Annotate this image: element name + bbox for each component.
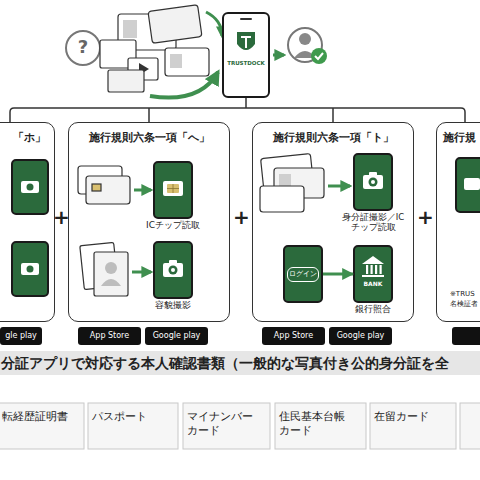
- bank-icon: [355, 247, 391, 301]
- document-cluster: [100, 5, 209, 92]
- store-badge-text: Google play: [145, 331, 208, 341]
- phone-symbol: [456, 158, 480, 212]
- person-head: [299, 33, 311, 45]
- phone-step: BANK銀行照合: [353, 245, 393, 303]
- table-cell: 転経歴証明書: [2, 410, 82, 424]
- phone-step: 容貌撮影: [153, 241, 193, 299]
- table-cell: マイナンバーカード: [187, 410, 262, 438]
- plus-sign: +: [233, 205, 249, 230]
- node-label: 身分証撮影／ICチップ読取: [340, 212, 406, 232]
- table-cell: 在留カード: [374, 410, 449, 424]
- node-label: 施行規則六条一項「へ」: [69, 131, 229, 145]
- node-label: ログイン: [287, 267, 319, 282]
- rule-panel: 施行規則六条一項「ト」身分証撮影／ICチップ読取ログインBANK銀行照合: [252, 122, 414, 322]
- flow-arrow: [328, 185, 350, 188]
- chip-icon: [155, 163, 191, 217]
- footnote: ※TRUS: [450, 290, 480, 299]
- phone-step: ログイン: [283, 245, 323, 303]
- person-icon: [288, 28, 322, 62]
- bracket: [10, 98, 465, 122]
- node-label: ICチップ読取: [146, 220, 200, 231]
- rule-panel: 施行規則六条一項「へ」ICチップ読取容貌撮影: [68, 122, 230, 322]
- store-badge: [0, 327, 480, 345]
- phone-step: 身分証撮影／ICチップ読取: [353, 153, 393, 211]
- table-cell: 住民基本台帳カード: [279, 410, 354, 438]
- check-badge: [311, 48, 327, 64]
- camera-icon: [355, 155, 391, 209]
- store-badge-text: gle play: [0, 331, 42, 341]
- flow-arrow: [323, 273, 353, 276]
- app-phone: TRUSTDOCK: [222, 12, 270, 98]
- phone-symbol: [12, 160, 48, 296]
- footnote: 名検証者: [450, 300, 480, 309]
- card-illustration: [78, 166, 130, 296]
- card-illustration: [260, 153, 324, 212]
- store-badge-text: App Store: [262, 331, 325, 341]
- node-label: BANK: [355, 280, 391, 288]
- table-cell: [0, 403, 480, 449]
- node-label: 分証アプリで対応する本人確認書類（一般的な写真付き公的身分証を全: [0, 351, 480, 375]
- title-band: 分証アプリで対応する本人確認書類（一般的な写真付き公的身分証を全: [0, 351, 480, 375]
- flow-arrow: [134, 189, 151, 192]
- plus-sign: +: [53, 205, 69, 230]
- store-badge-text: App Store: [78, 331, 141, 341]
- flow-arrow: [206, 12, 222, 36]
- node-label: 「ホ」: [0, 131, 54, 145]
- phone-step: ICチップ読取: [153, 161, 193, 219]
- flow-arrow: [273, 54, 284, 57]
- plus-sign: +: [417, 205, 433, 230]
- node-label: 容貌撮影: [155, 300, 191, 311]
- node-caption: 銀行照合: [355, 304, 391, 315]
- flow-arrow: [132, 271, 151, 274]
- node-label: 施行規: [437, 131, 480, 145]
- person-icon: [66, 31, 100, 65]
- table-cell: パスポート: [92, 410, 172, 424]
- node-label: TRUSTDOCK: [224, 60, 268, 66]
- store-badge-text: Google play: [329, 331, 392, 341]
- check-mark: [315, 53, 323, 59]
- camera-icon: [155, 243, 191, 297]
- rule-panel: 「ホ」: [0, 122, 55, 322]
- node-label: 施行規則六条一項「ト」: [253, 131, 413, 145]
- logo-icon: [224, 14, 268, 96]
- flow-arrow: [150, 72, 218, 98]
- question-mark: ?: [73, 35, 93, 58]
